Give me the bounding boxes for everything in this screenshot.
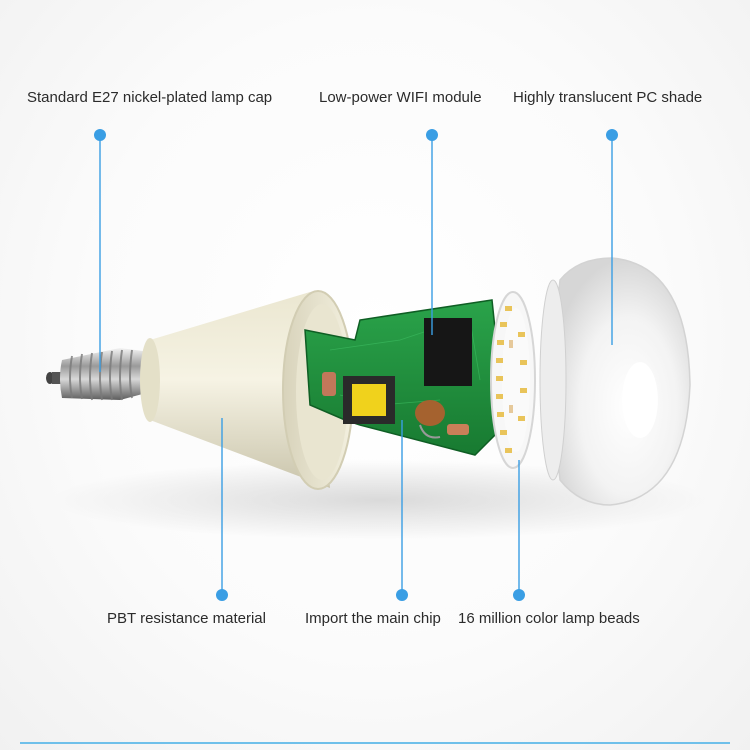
label-lamp-cap: Standard E27 nickel-plated lamp cap	[27, 89, 273, 106]
callout-dot-pc-shade	[606, 129, 618, 141]
callout-dot-main-chip	[396, 589, 408, 601]
callout-dot-pbt-material	[216, 589, 228, 601]
label-pc-shade: Highly translucent PC shade	[513, 89, 703, 106]
resistor	[322, 372, 336, 396]
label-main-chip: Import the main chip	[305, 610, 441, 627]
floor-shadow	[50, 460, 710, 540]
callout-dots	[94, 129, 618, 601]
led-bead-ring	[490, 291, 536, 469]
lamp-cap	[46, 348, 150, 401]
label-pbt-material: PBT resistance material	[107, 610, 266, 627]
bottom-divider	[20, 742, 730, 744]
label-lamp-beads: 16 million color lamp beads	[458, 610, 640, 627]
callout-dot-lamp-beads	[513, 589, 525, 601]
callout-lines	[99, 135, 613, 595]
main-chip	[424, 318, 472, 386]
capacitor	[415, 400, 445, 426]
pc-shade	[539, 257, 691, 506]
label-wifi-module: Low-power WIFI module	[319, 89, 482, 106]
callout-dot-wifi-module	[426, 129, 438, 141]
pcb-board	[304, 299, 506, 456]
callout-dot-lamp-cap	[94, 129, 106, 141]
